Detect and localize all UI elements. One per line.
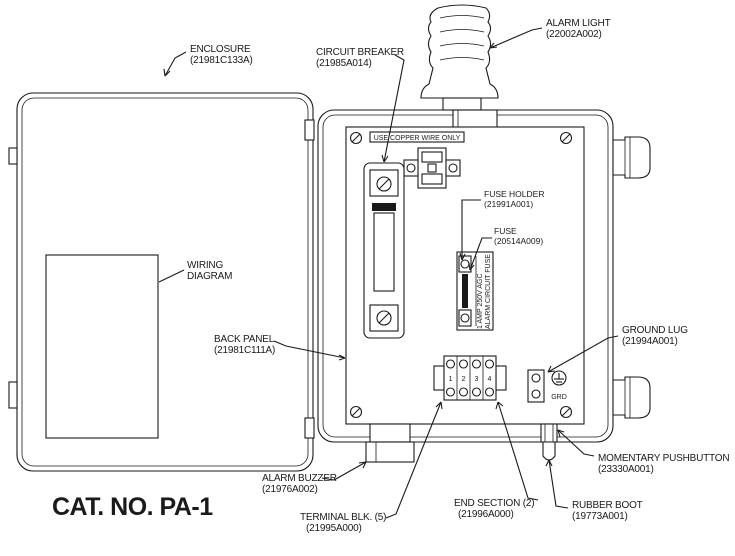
pushbutton-code: (23330A001): [598, 464, 654, 475]
rubber-boot-name: RUBBER BOOT: [572, 500, 643, 511]
wiring-diagram-leader: [158, 269, 185, 283]
circuit-breaker-name: CIRCUIT BREAKER: [316, 47, 404, 58]
alarm-buzzer-name: ALARM BUZZER: [262, 473, 337, 484]
end-section-code: (21996A000): [458, 509, 514, 520]
terminal-number-4: 4: [488, 376, 492, 383]
terminal-number-1: 1: [449, 376, 453, 383]
fuse-label-line-2: ALARM CIRCUIT FUSE: [485, 254, 492, 329]
ground-lug-code: (21994A001): [622, 336, 678, 347]
terminal-number-3: 3: [475, 376, 479, 383]
copper-wire-label-box: [369, 131, 465, 143]
alarm-light-code: (22002A002): [546, 29, 602, 40]
fuse-label-line-1: 1 AMP 250V AGC: [477, 273, 484, 329]
terminal-block-name: TERMINAL BLK. (5): [300, 512, 386, 523]
rubber-boot-code: (19773A001): [572, 511, 628, 522]
back-panel-name: BACK PANEL: [214, 334, 275, 345]
ground-label: GRD: [551, 394, 567, 401]
copper-wire-label: USE COPPER WIRE ONLY: [374, 135, 461, 142]
circuit-breaker-code: (21985A014): [316, 58, 372, 69]
enclosure-code: (21981C133A): [190, 55, 253, 66]
fuse-holder-name: FUSE HOLDER: [484, 189, 544, 199]
fuse-holder: [456, 251, 494, 331]
panel-screws: [349, 131, 573, 419]
terminal-block: [433, 355, 507, 401]
fuse-code: (20514A009): [494, 236, 543, 246]
terminal-block-code: (21995A000): [306, 523, 362, 534]
terminal-number-2: 2: [462, 376, 466, 383]
end-section-name: END SECTION (2): [454, 498, 534, 509]
ground-lug-name: GROUND LUG: [622, 325, 688, 336]
fuse-holder-code: (21991A001): [484, 199, 533, 209]
back-panel-code: (21981C111A): [214, 345, 275, 356]
pushbutton-name: MOMENTARY PUSHBUTTON: [598, 453, 729, 464]
alarm-light-name: ALARM LIGHT: [546, 18, 611, 29]
momentary-pushbutton: [540, 423, 558, 461]
wiring-diagram-line-1: WIRING: [187, 260, 223, 271]
wiring-diagram-sheet: [45, 254, 159, 439]
circuit-breaker: [363, 162, 405, 339]
alarm-buzzer: [365, 423, 415, 463]
ground-lug: [527, 369, 567, 403]
alarm-light: [420, 4, 499, 129]
enclosure-name: ENCLOSURE: [190, 44, 251, 55]
catalog-number-title: CAT. NO. PA-1: [52, 493, 213, 521]
fuse-name: FUSE: [494, 226, 517, 236]
wiring-diagram-line-2: DIAGRAM: [187, 271, 232, 282]
leader-lines: [163, 27, 619, 519]
alarm-buzzer-code: (21976A002): [262, 484, 318, 495]
top-terminal-block: [403, 147, 461, 189]
